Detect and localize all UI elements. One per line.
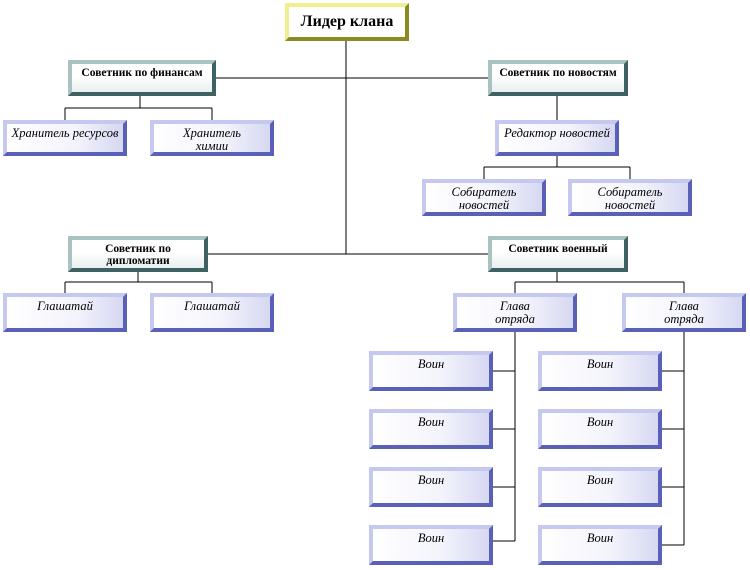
resource-keeper-label: Хранитель ресурсов: [11, 126, 119, 140]
chemistry-keeper-box: Хранитель химии: [150, 120, 274, 156]
herald-label: Глашатай: [184, 299, 240, 313]
squad-leader-label: Глава отряда: [495, 299, 535, 327]
warrior-box: Воин: [369, 351, 493, 391]
chemistry-keeper-label: Хранитель химии: [183, 126, 241, 154]
news-collector-box: Собиратель новостей: [422, 179, 546, 216]
advisor-diplomacy-box: Советник по дипломатии: [68, 236, 208, 272]
warrior-label: Воин: [417, 415, 445, 429]
news-editor-label: Редактор новостей: [504, 126, 610, 140]
advisor-military-box: Советник военный: [488, 236, 628, 272]
news-editor-box: Редактор новостей: [495, 120, 619, 156]
herald-label: Глашатай: [37, 299, 93, 313]
advisor-military-label: Советник военный: [508, 243, 608, 255]
warrior-box: Воин: [369, 409, 493, 449]
warrior-label: Воин: [586, 531, 614, 545]
leader-box: Лидер клана: [285, 3, 409, 41]
advisor-finance-box: Советник по финансам: [68, 60, 216, 96]
advisor-news-box: Советник по новостям: [488, 60, 628, 96]
squad-leader-box: Глава отряда: [453, 293, 577, 332]
resource-keeper-box: Хранитель ресурсов: [3, 120, 127, 156]
warrior-label: Воин: [417, 531, 445, 545]
news-collector-label: Собиратель новостей: [597, 185, 663, 213]
warrior-label: Воин: [417, 357, 445, 371]
warrior-box: Воин: [538, 409, 662, 449]
warrior-box: Воин: [538, 351, 662, 391]
warrior-label: Воин: [586, 357, 614, 371]
warrior-box: Воин: [538, 525, 662, 565]
news-collector-box: Собиратель новостей: [568, 179, 692, 216]
squad-leader-box: Глава отряда: [622, 293, 746, 332]
warrior-label: Воин: [586, 473, 614, 487]
leader-label: Лидер клана: [300, 12, 394, 30]
warrior-box: Воин: [538, 467, 662, 507]
warrior-box: Воин: [369, 467, 493, 507]
herald-box: Глашатай: [150, 293, 274, 332]
advisor-news-label: Советник по новостям: [499, 67, 617, 79]
warrior-box: Воин: [369, 525, 493, 565]
warrior-label: Воин: [417, 473, 445, 487]
squad-leader-label: Глава отряда: [664, 299, 704, 327]
herald-box: Глашатай: [3, 293, 127, 332]
advisor-finance-label: Советник по финансам: [81, 67, 203, 79]
news-collector-label: Собиратель новостей: [451, 185, 517, 213]
advisor-diplomacy-label: Советник по дипломатии: [105, 243, 171, 268]
warrior-label: Воин: [586, 415, 614, 429]
